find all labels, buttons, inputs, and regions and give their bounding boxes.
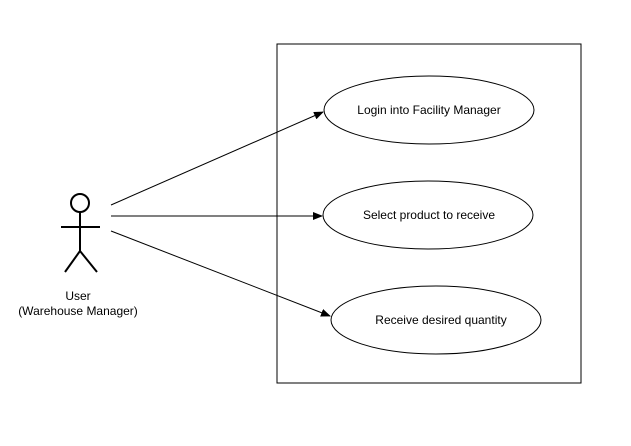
system-boundary <box>276 43 582 384</box>
use-case-receive-quantity: Receive desired quantity <box>330 285 542 355</box>
actor-right-leg <box>79 250 98 273</box>
use-case-select-product: Select product to receive <box>322 180 534 250</box>
use-case-select-product-label: Select product to receive <box>363 208 495 222</box>
use-case-login: Login into Facility Manager <box>323 75 535 145</box>
association-login <box>110 111 324 206</box>
association-receive-quantity <box>110 230 331 317</box>
use-case-receive-quantity-label: Receive desired quantity <box>375 313 506 327</box>
use-case-login-ellipse <box>323 75 535 145</box>
actor-role-label: (Warehouse Manager) <box>18 304 138 318</box>
actor-left-leg <box>64 250 81 273</box>
use-case-receive-quantity-ellipse <box>330 285 542 355</box>
use-case-login-label: Login into Facility Manager <box>357 103 500 117</box>
actor-name-label: User <box>65 289 90 303</box>
use-case-select-product-ellipse <box>322 180 534 250</box>
actor-head <box>70 193 90 213</box>
actor-figure <box>61 193 100 273</box>
